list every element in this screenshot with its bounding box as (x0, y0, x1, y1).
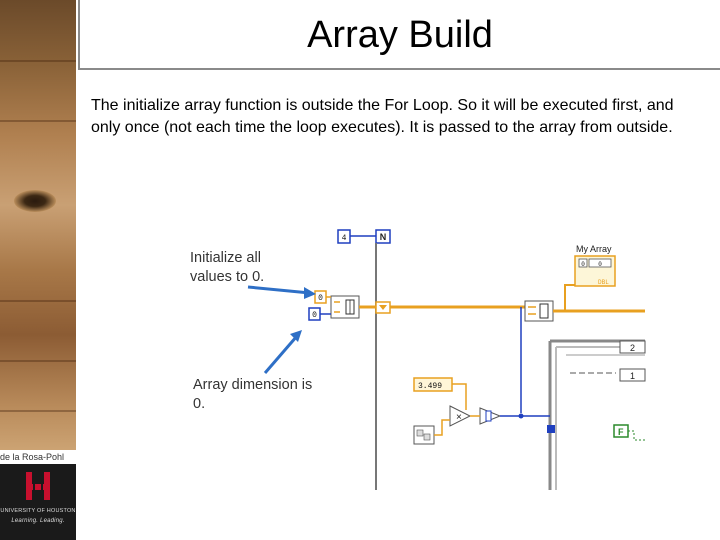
uh-logo-icon (26, 472, 50, 500)
svg-text:1: 1 (630, 371, 635, 381)
case-selector-2[interactable]: 2 (619, 340, 646, 354)
loop-count-constant[interactable]: 4 (337, 229, 351, 244)
inner-loop-frame (548, 339, 645, 490)
multiply-node[interactable]: × (449, 405, 472, 427)
my-array-indicator[interactable]: 0 0 DBL (574, 255, 616, 287)
cougar-eye (14, 190, 56, 212)
university-logo: UNIVERSITY OF HOUSTON Learning. Leading. (0, 464, 76, 540)
dimension-size-constant[interactable]: 0 (308, 307, 321, 321)
for-loop-count-terminal[interactable]: N (375, 229, 391, 244)
random-number-node[interactable] (413, 425, 435, 445)
svg-text:0: 0 (598, 261, 602, 268)
svg-text:0: 0 (581, 261, 585, 268)
svg-text:3.499: 3.499 (418, 382, 442, 391)
init-callout-arrow (247, 285, 316, 299)
logo-caption-university: UNIVERSITY OF HOUSTON (0, 508, 76, 514)
svg-text:DBL: DBL (598, 279, 609, 286)
slide-title: Array Build (307, 14, 493, 56)
replace-array-subset-node[interactable] (524, 300, 554, 322)
title-rule-vertical (78, 0, 80, 68)
boolean-false-constant[interactable]: F (613, 424, 629, 438)
callout-initialize-values: Initialize all values to 0. (190, 250, 265, 285)
numeric-constant-3499[interactable]: 3.499 (413, 377, 453, 392)
svg-text:0: 0 (312, 311, 317, 320)
svg-text:4: 4 (342, 234, 347, 243)
dimension-callout-arrow (263, 330, 302, 374)
round-node[interactable] (479, 407, 502, 425)
svg-text:N: N (380, 232, 387, 242)
callout-array-dimension: Array dimension is 0. (193, 377, 313, 412)
indicator-label: My Array (576, 244, 612, 254)
author-label: de la Rosa-Pohl (0, 450, 76, 464)
case-selector-1[interactable]: 1 (619, 368, 646, 382)
svg-text:0: 0 (318, 294, 323, 303)
loop-tunnel (375, 301, 391, 314)
svg-text:F: F (618, 427, 624, 437)
init-value-constant[interactable]: 0 (314, 290, 327, 304)
svg-text:×: × (456, 412, 462, 423)
slide-body-text: The initialize array function is outside… (91, 97, 674, 136)
title-rule-horizontal (78, 68, 720, 70)
svg-text:2: 2 (630, 343, 635, 353)
logo-caption-tagline: Learning. Leading. (11, 518, 65, 524)
index-tunnel (547, 425, 555, 433)
initialize-array-node[interactable] (330, 295, 360, 319)
